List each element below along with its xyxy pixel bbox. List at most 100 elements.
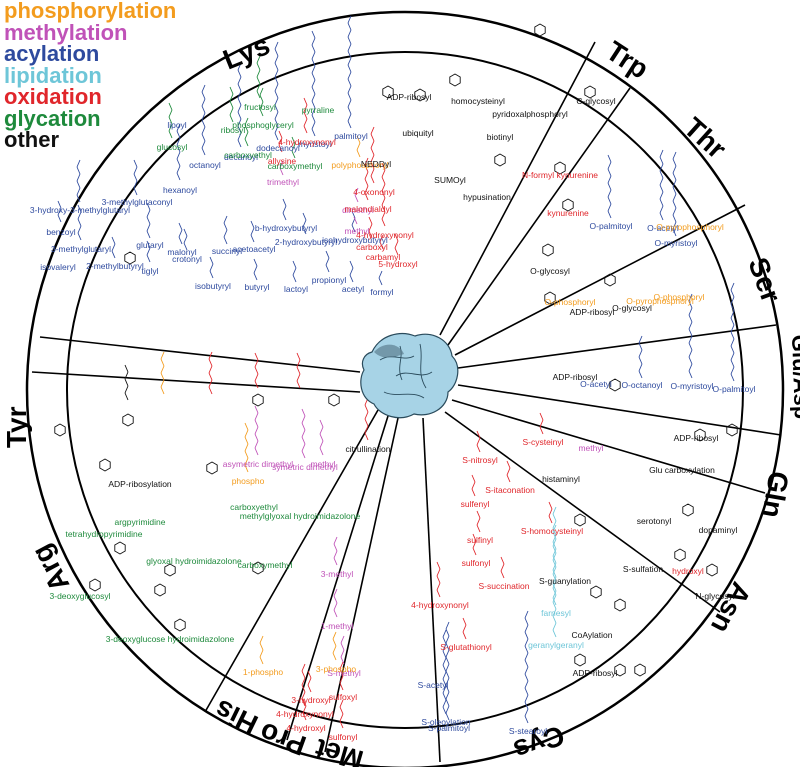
lys-mod-isohydroxybutyryl: isohydroxybutyryl: [322, 235, 388, 245]
lys-mod-5-hydroxyl: 5-hydroxyl: [378, 259, 417, 269]
arg-mod-glyoxal-hydroimidazolone: glyoxal hydroimidazolone: [146, 556, 242, 566]
gln-mod-dopaminyl: dopaminyl: [699, 525, 738, 535]
legend-item-acylation: acylation: [4, 41, 100, 66]
lys-mod-pyridoxalphosphoryl: pyridoxalphosphoryl: [492, 109, 568, 119]
lys-mod-dodecanoyl: dodecanoyl: [256, 143, 300, 153]
thr-mod-o-palmitoyl: O-palmitoyl: [590, 221, 633, 231]
lys-mod-neddyl: NEDDyl: [361, 159, 391, 169]
ser-mod-o-myristoyl: O-myristoyl: [671, 381, 714, 391]
lys-mod-fructosyl: fructosyl: [244, 102, 276, 112]
his-mod-4-hydroxynonyl: 4-hydroxynonyl: [276, 709, 334, 719]
sector-dividers: [31, 41, 782, 763]
lys-mod-benzoyl: benzoyl: [46, 227, 75, 237]
residue-trp: Trp: [601, 35, 654, 85]
lys-mod-trimethyl: trimethyl: [267, 177, 299, 187]
arg-mod-methyl: methyl: [310, 459, 335, 469]
cys-mod-coaylation: CoAylation: [572, 630, 613, 640]
lys-mod-methyl: methyl: [344, 226, 369, 236]
lys-mod-ubiquityl: ubiquityl: [402, 128, 433, 138]
cys-mod-s-homocysteinyl: S-homocysteinyl: [521, 526, 583, 536]
lys-mod-acetoacetyl: acetoacetyl: [233, 244, 276, 254]
ser-mod-o-glycosyl: O-glycosyl: [612, 303, 652, 313]
lys-mod-decanoyl: decanoyl: [224, 152, 258, 162]
lys-mod-isobutyryl: isobutyryl: [195, 281, 231, 291]
lys-mod-octanoyl: octanoyl: [189, 160, 221, 170]
lys-mod-hexanoyl: hexanoyl: [163, 185, 197, 195]
his-mod-1-methyl: 1-methyl: [321, 621, 354, 631]
ser-mod-adp-ribosyl: ADP-ribosyl: [553, 372, 598, 382]
lys-mod-malonyl: malonyl: [167, 247, 196, 257]
lys-mod-biotinyl: biotinyl: [487, 132, 514, 142]
arg-mod-methylglyoxal-hydroimidazolone: methylglyoxal hydroimidazolone: [240, 511, 361, 521]
pro-mod-4-hydroxyl: 4-hydroxyl: [286, 723, 325, 733]
lys-mod-ribosyl: ribosyl: [221, 125, 246, 135]
cys-mod-4-hydroxynonyl: 4-hydroxynonyl: [411, 600, 469, 610]
pro-mod-3-hydroxyl: 3-hydroxyl: [291, 695, 330, 705]
lys-mod-pyrraline: pyrraline: [302, 105, 335, 115]
lys-mod-lactoyl: lactoyl: [284, 284, 308, 294]
cys-mod-s-glutathionyl: S-glutathionyl: [440, 642, 492, 652]
residue-his: His: [210, 694, 263, 741]
legend: phosphorylation methylation acylation li…: [4, 0, 176, 151]
lys-mod-palmitoyl: palmitoyl: [334, 131, 368, 141]
lys-mod-3-methylglutaryl: 3-methylglutaryl: [51, 244, 111, 254]
cys-mod-farnesyl: farnesyl: [541, 608, 571, 618]
residue-ser: Ser: [742, 253, 787, 306]
met-mod-sulfoxyl: sulfoxyl: [329, 692, 357, 702]
protein-structure-icon: [360, 332, 459, 419]
arg-mod-3-deoxyglucose-hydroimidazolone: 3-deoxyglucose hydroimidazolone: [106, 634, 235, 644]
thr-mod-o-pyrophosphoryl: O-pyrophosphoryl: [626, 296, 694, 306]
arg-mod-symetric-dimethyl: symetric dimethyl: [272, 462, 338, 472]
lys-mod-dimethyl: dimethyl: [342, 205, 374, 215]
arg-mod-adp-ribosylation: ADP-ribosylation: [108, 479, 172, 489]
cys-mod-sulfenyl: sulfenyl: [461, 499, 490, 509]
lys-mod-b-hydroxybutyryl: b-hydroxybutyryl: [255, 223, 317, 233]
ser-mod-o-phosphoryl: O-phosphoryl: [653, 292, 704, 302]
gluasp-mod-methyl: methyl: [578, 443, 603, 453]
lys-mod-tiglyl: tiglyl: [141, 266, 158, 276]
gluasp-mod-adp-ribosyl: ADP-ribosyl: [674, 433, 719, 443]
asn-mod-hydroxyl: hydroxyl: [672, 566, 704, 576]
met-mod-sulfonyl: sulfonyl: [329, 732, 358, 742]
cys-mod-s-oleoylation: S-oleoylation: [421, 717, 470, 727]
cys-mod-adp-ribosyl: ADP-ribosyl: [573, 668, 618, 678]
cys-mod-geranylgeranyl: geranylgeranyl: [528, 640, 584, 650]
lys-mod-butyryl: butyryl: [244, 282, 269, 292]
arg-mod-asymetric-dimethyl: asymetric dimethyl: [223, 459, 293, 469]
lys-mod-3-methylglutaconyl: 3-methylglutaconyl: [102, 197, 173, 207]
cys-mod-s-guanylation: S-guanylation: [539, 576, 591, 586]
lys-mod-malondialdyl: malondialdyl: [344, 204, 391, 214]
lys-mod-isovaleryl: isovaleryl: [40, 262, 76, 272]
lys-mod-hypusination: hypusination: [463, 192, 511, 202]
arg-mod-phospho: phospho: [232, 476, 265, 486]
arg-mod-carboxyethyl: carboxyethyl: [230, 502, 278, 512]
residue-tyr: Tyr: [1, 406, 32, 448]
lys-mod-4-oxononyl: 4-oxononyl: [353, 187, 395, 197]
gln-mod-histaminyl: histaminyl: [542, 474, 580, 484]
lys-mod-adp-ribosyl: ADP-ribosyl: [387, 92, 432, 102]
thr-mod-o-glycosyl: O-glycosyl: [530, 266, 570, 276]
lys-mod-glutaryl: glutaryl: [136, 240, 164, 250]
his-mod-3-methyl: 3-methyl: [321, 569, 354, 579]
lys-mod-carboxyethyl: carboxyethyl: [224, 150, 272, 160]
legend-item-glycation: glycation: [4, 105, 101, 131]
lys-mod-carbamyl: carbamyl: [366, 252, 401, 262]
lys-mod-4-hydroxynonyl: 4-hydroxynonyl: [356, 230, 414, 240]
cys-mod-s-sulfation: S-sulfation: [623, 564, 663, 574]
lys-mod-carboxymethyl: carboxymethyl: [268, 161, 323, 171]
arg-mod-argpyrimidine: argpyrimidine: [114, 517, 165, 527]
lys-mod-2-hydroxybutyryl: 2-hydroxybutyryl: [275, 237, 337, 247]
arg-mod-carboxymethyl: carboxymethyl: [238, 560, 293, 570]
ser-mod-o-palmitoyl: O-palmitoyl: [713, 384, 756, 394]
lys-mod-myristoyl: myristoyl: [298, 139, 332, 149]
trp-mod-kynurenine: kynurenine: [547, 208, 589, 218]
residue-glu-asp: Glu/Asp: [787, 334, 800, 419]
thr-mod-adp-ribosyl: ADP-ribosyl: [570, 307, 615, 317]
legend-item-methylation: methylation: [4, 19, 128, 45]
arg-mod-3-deoxyglucosyl: 3-deoxyglucosyl: [50, 591, 111, 601]
lys-mod-3-hydroxy-3-methylglutaryl: 3-hydroxy-3-methylglutaryl: [30, 205, 130, 215]
legend-item-other: other: [4, 127, 59, 152]
ser-mod-o-acetyl: O-acetyl: [580, 379, 612, 389]
